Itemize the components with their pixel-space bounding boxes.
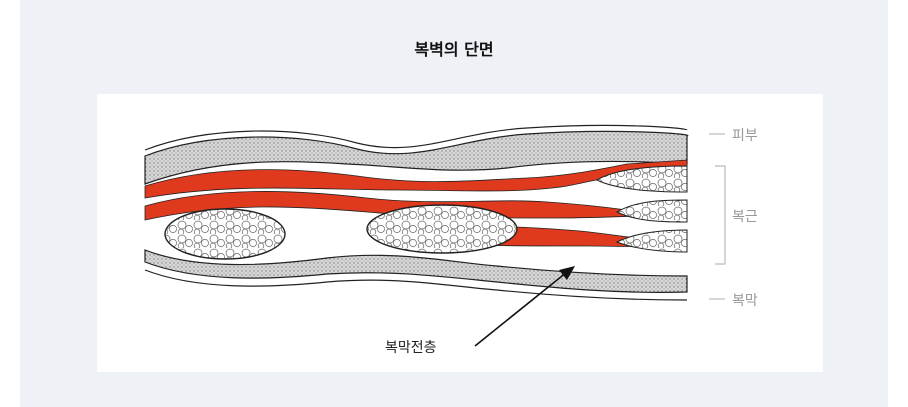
diagram-title: 복벽의 단면 <box>20 36 888 60</box>
diagram-panel: 복벽의 단면 <box>20 0 888 407</box>
fat-lobule-left <box>165 209 285 259</box>
fat-lobule-right-2 <box>617 200 687 222</box>
label-preperitoneal: 복막전층 <box>385 337 437 357</box>
cross-section-illustration <box>97 94 823 372</box>
label-peritoneum: 복막 <box>732 290 758 310</box>
label-muscle: 복근 <box>732 206 758 226</box>
muscle-bracket <box>715 166 725 264</box>
label-skin: 피부 <box>732 125 758 145</box>
cross-section-figure: 피부 복근 복막 복막전층 <box>97 94 823 372</box>
fat-lobule-right-3 <box>617 230 687 252</box>
fat-lobule-center <box>367 205 517 253</box>
